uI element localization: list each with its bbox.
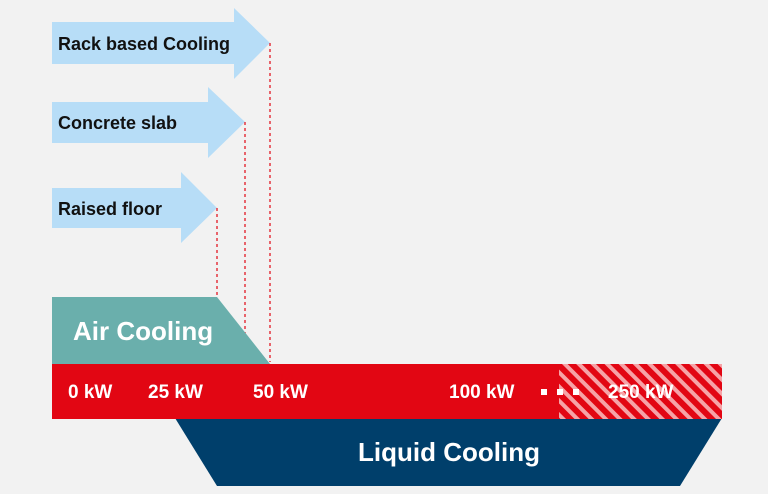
tick-label-100kw: 100 kW — [449, 382, 515, 403]
tick-label-0kw: 0 kW — [68, 382, 112, 403]
ellipsis-dot — [557, 389, 563, 395]
arrow-concrete-slab — [52, 87, 245, 158]
liquid-cooling-label: Liquid Cooling — [358, 437, 540, 467]
air-cooling-label: Air Cooling — [73, 316, 213, 346]
arrow-label-concrete-slab: Concrete slab — [58, 113, 177, 133]
air-cooling-block — [52, 297, 270, 364]
tick-label-250kw: 250 kW — [608, 382, 674, 403]
arrow-raised-floor — [52, 172, 217, 243]
arrow-label-raised-floor: Raised floor — [58, 199, 162, 219]
tick-label-50kw: 50 kW — [253, 382, 308, 403]
ellipsis-dot — [573, 389, 579, 395]
scale-bar — [52, 364, 559, 419]
arrow-rack-based-cooling — [52, 8, 270, 79]
ellipsis-dot — [541, 389, 547, 395]
tick-label-25kw: 25 kW — [148, 382, 203, 403]
scale-bar-hatched-section — [559, 364, 722, 419]
arrow-label-rack-based-cooling: Rack based Cooling — [58, 34, 230, 54]
liquid-cooling-block — [175, 418, 722, 486]
